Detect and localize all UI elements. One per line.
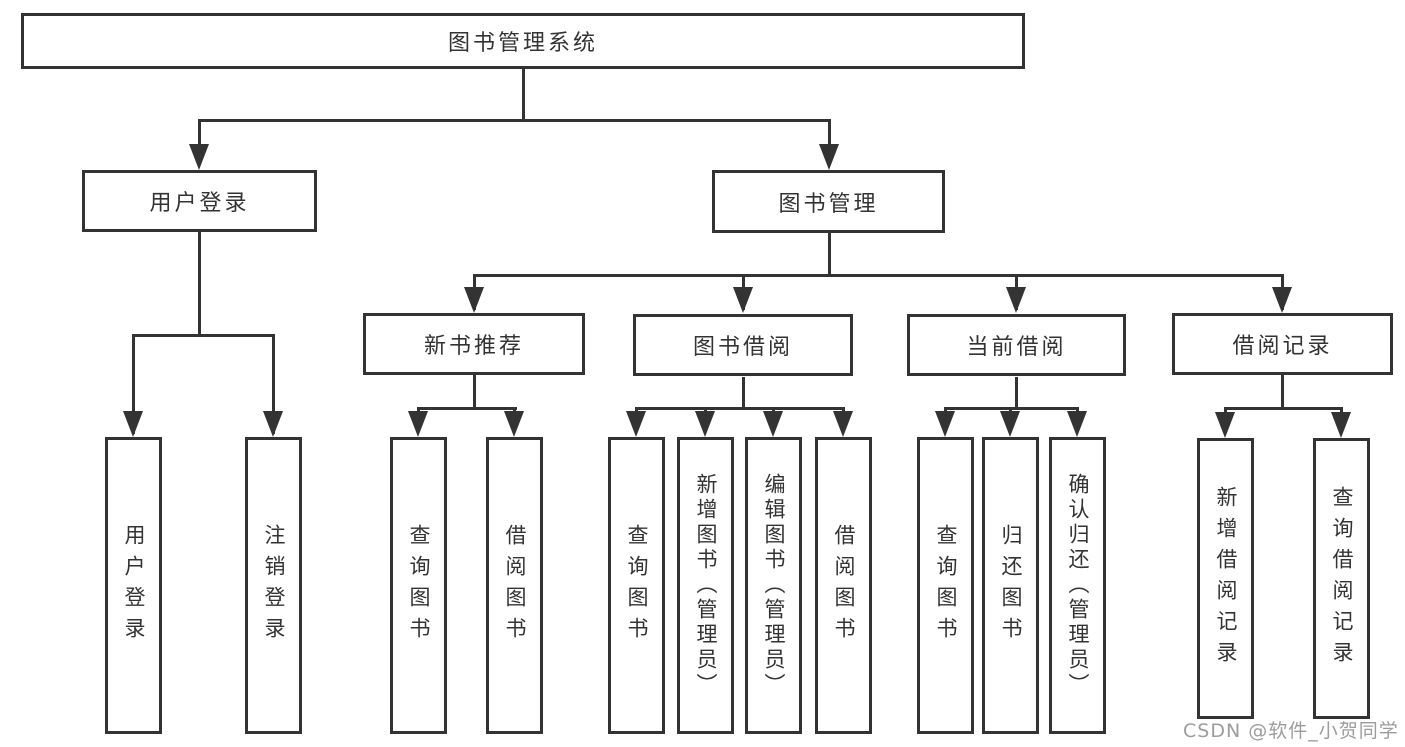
node-return-books: 归还图书: [982, 437, 1039, 734]
arrow-down-icon: [819, 144, 839, 170]
node-label: 借阅记录: [1232, 334, 1333, 359]
node-add-borrow-record: 新增借阅记录: [1197, 438, 1254, 719]
node-user-login: 用户登录: [82, 170, 317, 232]
connector-line: [1281, 375, 1284, 410]
node-logout: 注销登录: [245, 437, 302, 734]
node-library-management-system: 图书管理系统: [21, 13, 1025, 69]
connector-line: [828, 119, 831, 165]
connector-line: [828, 233, 831, 277]
arrow-down-icon: [763, 411, 783, 437]
node-label: 查询借阅记录: [1330, 485, 1354, 672]
node-current-borrowing: 当前借阅: [907, 314, 1126, 376]
arrow-down-icon: [263, 411, 283, 437]
arrow-down-icon: [1215, 412, 1235, 438]
node-query-borrow-record: 查询借阅记录: [1313, 438, 1370, 719]
arrow-down-icon: [123, 411, 143, 437]
connector-line: [1015, 377, 1018, 410]
node-borrow-books: 借阅图书: [815, 437, 872, 734]
node-label: 确认归还（管理员）: [1066, 473, 1090, 698]
connector-line: [417, 407, 517, 410]
arrow-down-icon: [408, 411, 428, 437]
connector-line: [635, 407, 845, 410]
node-new-book-recommendation: 新书推荐: [363, 313, 585, 375]
node-label: 新增借阅记录: [1214, 485, 1238, 672]
arrow-down-icon: [1272, 287, 1292, 313]
connector-line: [272, 334, 275, 434]
connector-line: [473, 375, 476, 410]
connector-line: [132, 334, 135, 434]
node-book-borrowing: 图书借阅: [633, 314, 853, 376]
node-query-books: 查询图书: [390, 437, 447, 734]
node-label: 图书借阅: [692, 335, 793, 360]
node-query-books: 查询图书: [608, 437, 665, 734]
connector-line: [742, 377, 745, 410]
arrow-down-icon: [935, 411, 955, 437]
arrow-down-icon: [1067, 411, 1087, 437]
node-confirm-return-admin: 确认归还（管理员）: [1049, 437, 1106, 734]
node-label: 新增图书（管理员）: [694, 473, 718, 698]
node-label: 用户登录: [122, 523, 146, 648]
arrow-down-icon: [1000, 411, 1020, 437]
arrow-down-icon: [1006, 287, 1026, 313]
node-query-books: 查询图书: [917, 437, 974, 734]
node-label: 当前借阅: [966, 335, 1067, 360]
connector-line: [132, 334, 275, 337]
connector-line: [522, 69, 525, 122]
node-borrow-books: 借阅图书: [486, 437, 543, 734]
arrow-down-icon: [1331, 412, 1351, 438]
node-edit-books-admin: 编辑图书（管理员）: [745, 437, 802, 734]
node-borrowing-records: 借阅记录: [1172, 313, 1393, 375]
node-add-books-admin: 新增图书（管理员）: [677, 437, 734, 734]
node-user-login-leaf: 用户登录: [105, 437, 162, 734]
node-label: 归还图书: [999, 523, 1023, 648]
connector-line: [1224, 407, 1343, 410]
node-label: 图书管理: [778, 191, 879, 217]
node-label: 新书推荐: [423, 334, 524, 359]
node-label: 借阅图书: [503, 523, 527, 648]
arrow-down-icon: [504, 411, 524, 437]
node-label: 查询图书: [407, 523, 431, 648]
connector-line: [198, 232, 201, 337]
node-label: 借阅图书: [832, 523, 856, 648]
node-label: 编辑图书（管理员）: [762, 473, 786, 698]
arrow-down-icon: [189, 144, 209, 170]
node-label: 查询图书: [625, 523, 649, 648]
node-label: 图书管理系统: [447, 31, 598, 56]
node-book-management: 图书管理: [712, 170, 945, 233]
arrow-down-icon: [464, 287, 484, 313]
arrow-down-icon: [833, 411, 853, 437]
connector-line: [198, 119, 831, 122]
node-label: 查询图书: [934, 523, 958, 648]
connector-line: [473, 274, 1284, 277]
arrow-down-icon: [626, 411, 646, 437]
arrow-down-icon: [695, 411, 715, 437]
arrow-down-icon: [733, 287, 753, 313]
node-label: 注销登录: [262, 523, 286, 648]
connector-line: [198, 119, 201, 165]
node-label: 用户登录: [149, 191, 250, 216]
watermark-text: CSDN @软件_小贺同学: [1183, 720, 1399, 742]
